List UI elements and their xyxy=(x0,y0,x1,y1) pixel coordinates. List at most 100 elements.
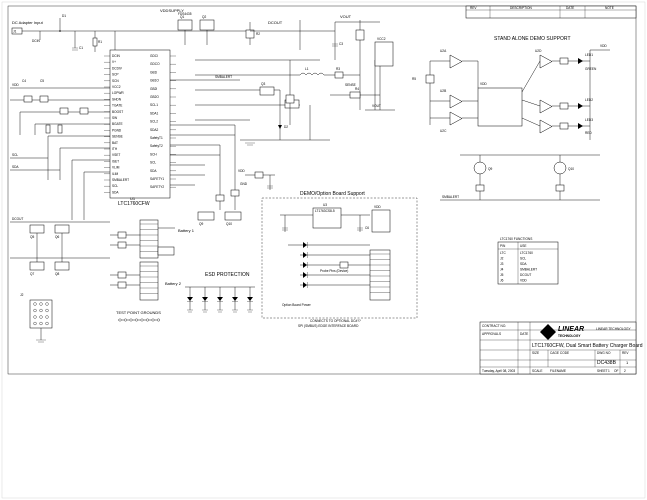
test-point-icon xyxy=(151,318,155,322)
q7-label: Q7 xyxy=(30,272,34,276)
option-diode-icon xyxy=(303,272,307,278)
function-table-cell: J5 xyxy=(500,273,504,277)
function-table-title: LTC1760 FUNCTIONS xyxy=(500,237,532,241)
smbalert-label: SMBALERT xyxy=(215,75,232,79)
esd-diode-icon xyxy=(247,297,253,301)
q6-label: Q6 xyxy=(55,235,59,239)
q9-label: Q9 xyxy=(199,222,203,226)
c1-label: C1 xyxy=(79,46,83,50)
option-board-label: Option Board Power xyxy=(282,303,312,307)
connector-pin xyxy=(39,308,43,313)
dc-input-section: DC Adapter Input J1 DCIN D1 C1 R1 C2 VDD… xyxy=(11,8,380,60)
ic-left-pin: SCL xyxy=(112,184,118,188)
drawing-border xyxy=(7,5,637,375)
left-switch-section: DCOUT Q5 Q6 Q7 Q8 J2 xyxy=(10,217,110,343)
q-right-2: Q10 xyxy=(568,167,574,171)
ic-left-pin: LOPWR xyxy=(112,91,124,95)
main-ic-left-pins: DCINV+DCDIVSCPSCNVCC2LOPWRSHDNTGATEBOOST… xyxy=(104,54,129,194)
test-point-icon xyxy=(140,318,144,322)
function-table-cell: J3 xyxy=(500,262,504,266)
probe-pins-label: Probe Pins (Device) xyxy=(320,269,348,273)
function-table-header-use: USE xyxy=(520,244,527,248)
ic-right-pin: SCL2 xyxy=(150,120,158,124)
company-logo: LINEAR TECHNOLOGY xyxy=(540,324,584,340)
main-ic-u1: LTC1760CFW U1 DCINV+DCDIVSCPSCNVCC2LOPWR… xyxy=(104,49,176,207)
ic-right-pin: GB2I xyxy=(150,87,157,91)
standalone-title: STAND ALONE DEMO SUPPORT xyxy=(494,36,571,42)
ic-left-pin: SCP xyxy=(112,73,119,77)
connector-pin xyxy=(33,321,37,326)
option-diode-icon xyxy=(303,252,307,258)
ic-left-pin: BGATE xyxy=(112,122,123,126)
j2-label: J2 xyxy=(20,293,24,297)
battery1-label: Battery 1 xyxy=(178,228,195,233)
ic-left-pin: SW xyxy=(112,116,117,120)
u2-label: VDD xyxy=(480,82,487,86)
test-point-icon xyxy=(146,318,149,322)
ldo-label: VCC2 xyxy=(377,37,386,41)
test-point-icon xyxy=(118,318,122,322)
ic-right-pin: GDCO xyxy=(150,62,160,66)
vcc-divider: VDD xyxy=(238,169,275,190)
led1-color: GREEN xyxy=(585,67,597,71)
demo-option-box: DEMO/Option Board Support LT1763CS8-5 U3… xyxy=(261,191,418,328)
ic-left-pin: ISET xyxy=(112,159,119,163)
svg-text:TECHNOLOGY: TECHNOLOGY xyxy=(558,334,581,338)
mid-right-cluster: R4 VOUT VCC2 xyxy=(285,37,395,125)
q1-label: Q1 xyxy=(180,15,184,19)
spi-label: SPI (SMBUS) EDGE INTERFACE BOARD xyxy=(298,324,359,328)
left-bus: VDD SCL SDA C4 C5 xyxy=(10,79,110,220)
ic-left-pin: SENSE xyxy=(112,135,123,139)
led2-label: LED2 xyxy=(585,98,593,102)
u2b-label: U2B xyxy=(440,89,446,93)
vout-label: VOUT xyxy=(340,14,352,19)
esd-diode-icon xyxy=(232,297,238,301)
q10-label: Q10 xyxy=(226,222,232,226)
ic-right-pin: SDA1 xyxy=(150,111,159,115)
connects-label: CONNECTS TO OPTIONAL DC#?? xyxy=(310,319,361,323)
function-table-cell: DCOUT xyxy=(520,273,531,277)
function-table-cell: J4 xyxy=(500,268,504,272)
r5-label: R5 xyxy=(412,77,416,81)
function-table-cell: J2 xyxy=(500,257,504,261)
connector-pin xyxy=(45,302,49,306)
r1-label: R1 xyxy=(98,40,102,44)
ic-right-pin: SCH xyxy=(150,152,157,156)
test-point-icon xyxy=(157,318,160,322)
ic-left-pin: VCC2 xyxy=(112,85,121,89)
main-ic-ref: U1 xyxy=(130,196,136,201)
r2-label: R2 xyxy=(256,32,260,36)
ic-right-bus: GND SMBALERT xyxy=(170,75,248,210)
ic-left-pin: BAT xyxy=(112,141,118,145)
ic-right-pin: GB1O xyxy=(150,79,159,83)
battery-1: Battery 1 Q9 Q10 xyxy=(110,211,242,259)
svg-text:LINEAR: LINEAR xyxy=(558,326,584,333)
sheet-total: 2 xyxy=(624,369,626,373)
vdd-standalone-label: VDD xyxy=(600,44,607,48)
note-header: NOTE xyxy=(605,6,614,10)
ic-left-pin: PGND xyxy=(112,128,122,132)
sense-label: SENSE xyxy=(345,83,356,87)
date-header: DATE xyxy=(566,6,574,10)
ic-right-pin: SAFETY1 xyxy=(150,177,164,181)
c4-label: C4 xyxy=(22,79,26,83)
option-diode-icon xyxy=(303,242,307,248)
scale-label: SCALE xyxy=(532,369,542,373)
r4-label: R4 xyxy=(355,87,359,91)
connector-pin xyxy=(39,302,43,306)
title-block: CONTRACT NO. APPROVALS DATE LINEAR TECHN… xyxy=(479,321,643,375)
connector-pin xyxy=(33,308,37,313)
function-table-cell: SCL xyxy=(520,257,526,261)
test-point-icon xyxy=(135,318,138,322)
connector-pin xyxy=(33,315,37,319)
demo-option-title: DEMO/Option Board Support xyxy=(300,191,365,197)
fds-label: FDS4435 xyxy=(178,12,192,16)
rev-header: REV xyxy=(470,6,477,10)
ic-left-pin: ITH xyxy=(112,147,118,151)
function-table-cell: SMBALERT xyxy=(520,268,537,272)
option-ic-ref: U3 xyxy=(323,203,327,207)
test-grounds-title: TEST POINT GROUNDS xyxy=(116,310,161,315)
esd-diode-icon xyxy=(187,297,193,301)
led3-color: RED xyxy=(585,131,592,135)
